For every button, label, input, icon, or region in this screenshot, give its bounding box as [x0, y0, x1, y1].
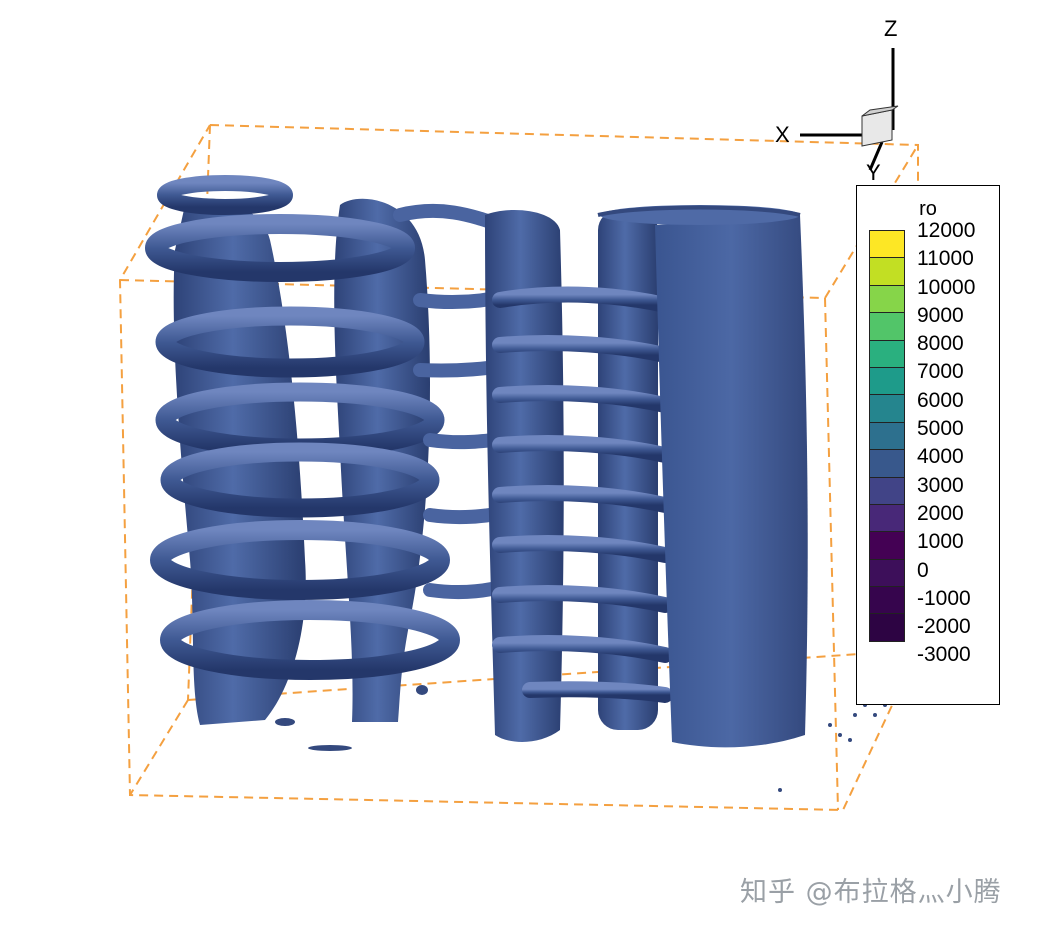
legend-swatch — [869, 366, 905, 396]
legend-level-label: 3000 — [917, 473, 964, 497]
left-helical-rings — [145, 175, 460, 680]
legend-level-label: 9000 — [917, 303, 964, 327]
legend-level-label: -3000 — [917, 643, 971, 667]
legend-swatch — [869, 531, 905, 560]
large-vortex-cylinder — [597, 205, 808, 748]
legend-level-label: 12000 — [917, 219, 976, 242]
legend-level-label: 7000 — [917, 360, 964, 384]
legend-swatch — [869, 613, 905, 642]
legend-level-label: 6000 — [917, 388, 964, 412]
legend-swatch — [869, 558, 905, 588]
legend-swatch — [869, 421, 905, 451]
legend-level-label: 11000 — [917, 247, 974, 271]
legend-swatch — [869, 476, 905, 505]
legend-level-label: 0 — [917, 558, 929, 582]
x-axis-label: X — [775, 122, 790, 147]
legend-swatch — [869, 449, 905, 478]
legend-swatch — [869, 394, 905, 423]
legend-swatch — [869, 503, 905, 533]
legend-title: ro — [919, 198, 937, 220]
legend-swatch — [869, 284, 905, 314]
scattered-fragments — [275, 685, 897, 792]
legend-level-label: 2000 — [917, 501, 964, 525]
legend-level-label: -1000 — [917, 586, 971, 610]
legend-level-label: 5000 — [917, 417, 964, 441]
z-axis-label: Z — [884, 16, 897, 41]
legend-level-label: 1000 — [917, 530, 964, 554]
legend-swatch — [869, 339, 905, 368]
legend-swatches — [869, 230, 905, 642]
y-axis-label: Y — [866, 160, 881, 185]
orientation-axis-triad: Z X Y — [775, 16, 899, 185]
legend-level-label: -2000 — [917, 615, 971, 639]
legend-swatch — [869, 257, 905, 286]
legend-swatch — [869, 312, 905, 341]
hairpin-vortices — [492, 286, 673, 703]
watermark: 知乎 @布拉格灬小腾 — [740, 877, 1002, 908]
legend-level-label: 10000 — [917, 275, 976, 299]
legend-level-label: 4000 — [917, 445, 964, 469]
legend-swatch — [869, 230, 905, 259]
legend-level-label: 8000 — [917, 332, 964, 356]
legend-swatch — [869, 586, 905, 615]
